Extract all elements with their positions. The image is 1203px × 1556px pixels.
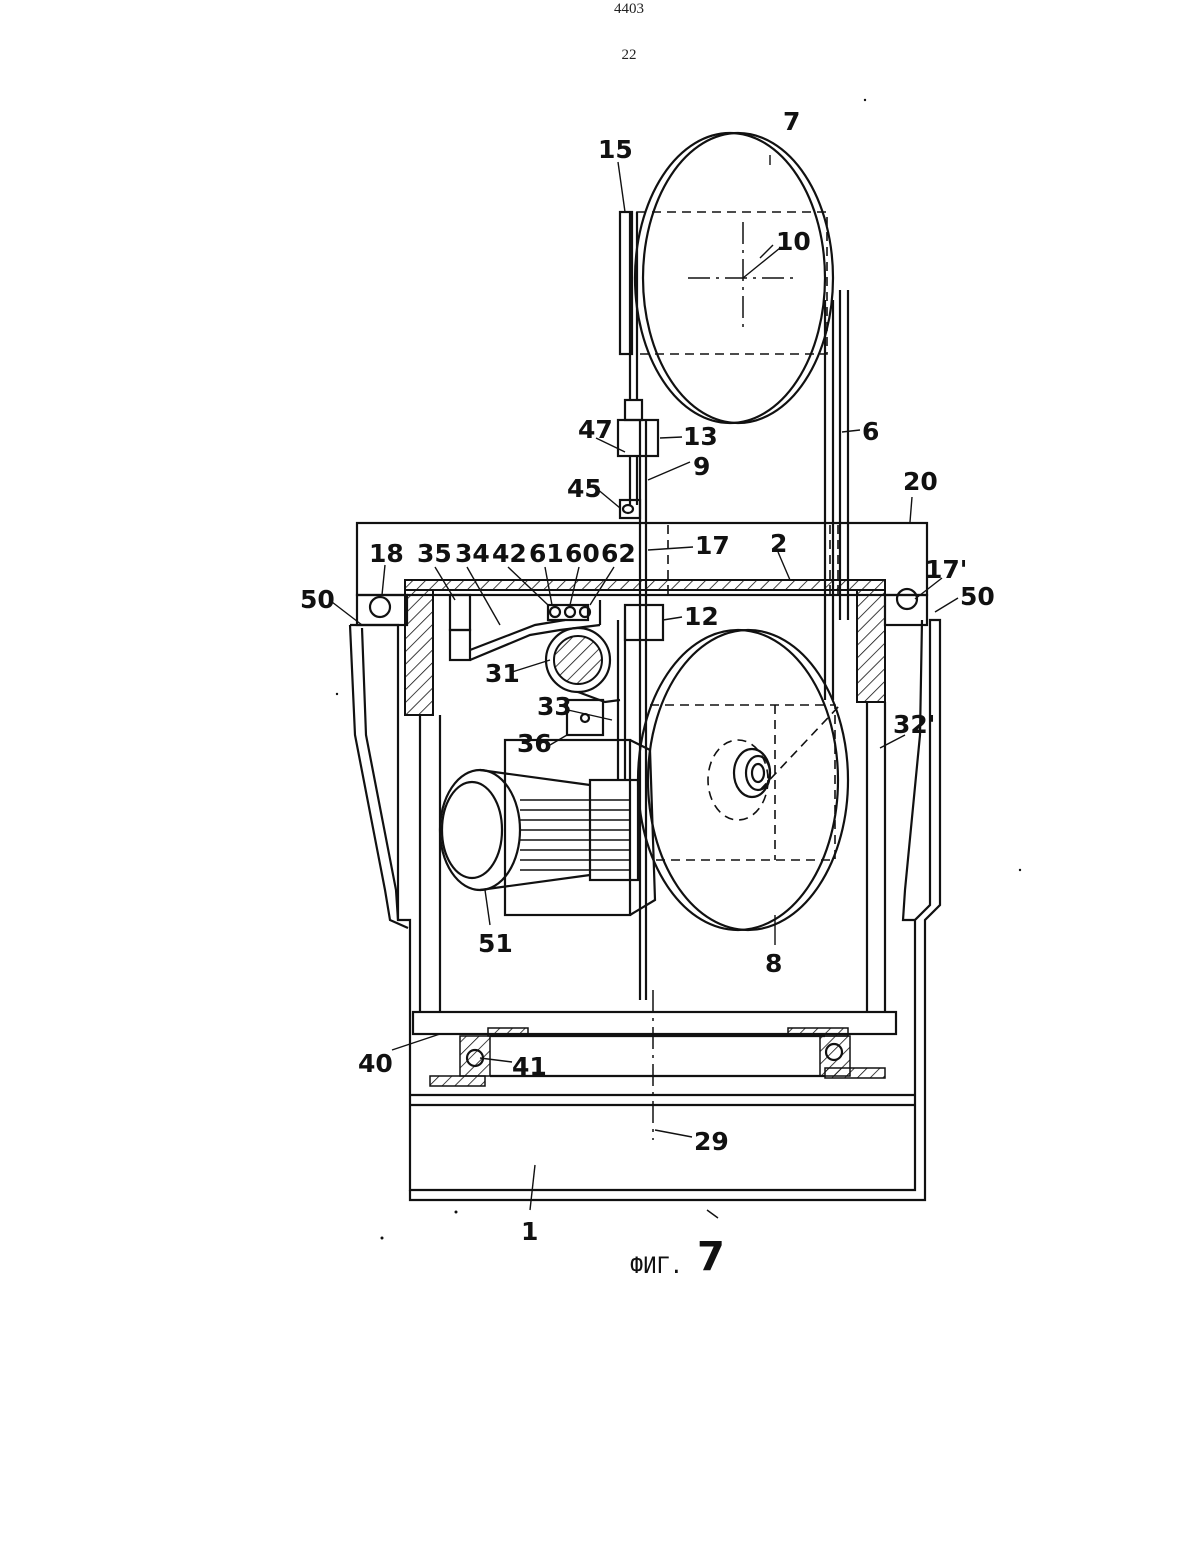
figure-caption: ФИГ. 7	[630, 1234, 725, 1280]
label-50-left: 50	[300, 585, 335, 614]
label-8: 8	[765, 949, 782, 978]
label-29: 29	[694, 1127, 729, 1156]
label-6: 6	[862, 417, 879, 446]
label-10: 10	[776, 227, 811, 256]
motor-cooling-fins	[520, 800, 630, 870]
label-33: 33	[537, 692, 572, 721]
label-47: 47	[578, 415, 613, 444]
label-50-right: 50	[960, 582, 995, 611]
upper-blade-guide	[618, 212, 658, 518]
label-36: 36	[517, 729, 552, 758]
figure-caption-number: 7	[697, 1234, 725, 1280]
label-18: 18	[369, 539, 404, 568]
label-45: 45	[567, 474, 602, 503]
saw-band	[640, 290, 848, 1000]
label-7: 7	[783, 107, 800, 136]
lower-wheel	[638, 630, 848, 930]
label-17-prime: 17'	[925, 555, 967, 584]
label-35: 35	[417, 539, 452, 568]
lower-blade-guide	[625, 605, 663, 640]
label-51: 51	[478, 929, 513, 958]
label-20: 20	[903, 467, 938, 496]
upper-wheel	[635, 133, 833, 423]
figure-caption-prefix: ФИГ.	[630, 1254, 683, 1279]
label-34: 34	[455, 539, 490, 568]
turntable	[413, 990, 896, 1140]
label-61: 61	[529, 539, 564, 568]
label-62: 62	[601, 539, 636, 568]
print-specks	[336, 99, 1021, 1240]
label-2: 2	[770, 529, 787, 558]
motor	[440, 740, 655, 915]
label-1: 1	[521, 1217, 538, 1246]
label-13: 13	[683, 422, 718, 451]
label-60: 60	[565, 539, 600, 568]
label-9: 9	[693, 452, 710, 481]
label-12: 12	[684, 602, 719, 631]
label-32-prime: 32'	[893, 710, 935, 739]
label-42: 42	[492, 539, 527, 568]
clamp	[567, 700, 603, 735]
label-41: 41	[512, 1052, 547, 1081]
label-15: 15	[598, 135, 633, 164]
label-17: 17	[695, 531, 730, 560]
label-31: 31	[485, 659, 520, 688]
label-40: 40	[358, 1049, 393, 1078]
